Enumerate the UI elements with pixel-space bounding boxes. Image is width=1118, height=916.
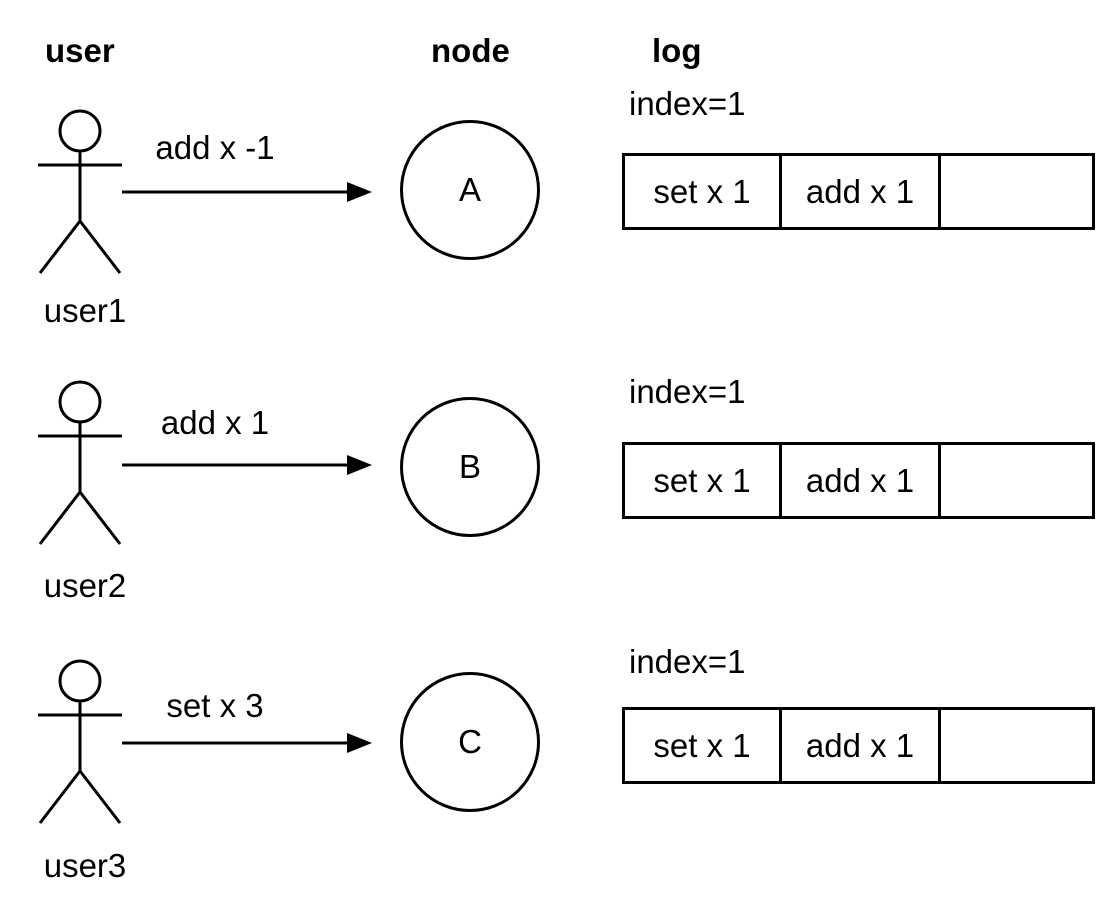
log-entry-cell: add x 1 <box>782 710 941 781</box>
log-entry-cell: set x 1 <box>625 156 782 227</box>
right-arrow-icon <box>122 733 372 753</box>
column-header-log: log <box>652 32 702 69</box>
actor-right-leg <box>78 220 122 274</box>
node-label: B <box>458 448 481 485</box>
message-label: add x 1 <box>160 404 270 441</box>
node-circle: A <box>400 120 540 260</box>
log-index-label: index=1 <box>629 373 746 410</box>
actor-head <box>58 659 102 703</box>
log-entry-cell: add x 1 <box>782 156 941 227</box>
actor-right-leg <box>78 491 122 545</box>
log-entry-cell: set x 1 <box>625 445 782 516</box>
log-entry-cell: set x 1 <box>625 710 782 781</box>
stick-figure-actor-icon <box>38 380 122 545</box>
node-circle: B <box>400 397 540 537</box>
column-header-node: node <box>431 32 510 69</box>
message-label: set x 3 <box>166 687 264 724</box>
node-circle: C <box>400 672 540 812</box>
arrow-head <box>347 733 372 753</box>
right-arrow-icon <box>122 455 372 475</box>
log-table: set x 1 add x 1 <box>622 707 1095 784</box>
right-arrow-icon <box>122 182 372 202</box>
log-index-label: index=1 <box>629 85 746 122</box>
log-table: set x 1 add x 1 <box>622 442 1095 519</box>
message-label: add x -1 <box>155 129 275 166</box>
node-label: A <box>458 171 481 208</box>
actor-right-leg <box>78 770 122 824</box>
arrow-head <box>347 455 372 475</box>
actor-left-leg <box>38 491 82 545</box>
node-label: C <box>458 723 482 760</box>
actor-left-leg <box>38 770 82 824</box>
user-label: user1 <box>43 292 127 329</box>
log-index-label: index=1 <box>629 643 746 680</box>
log-entry-cell-empty <box>941 710 1092 781</box>
log-table: set x 1 add x 1 <box>622 153 1095 230</box>
column-header-user: user <box>45 32 115 69</box>
user-label: user3 <box>43 847 127 884</box>
stick-figure-actor-icon <box>38 659 122 824</box>
arrow-head <box>347 182 372 202</box>
user-label: user2 <box>43 567 127 604</box>
actor-left-leg <box>38 220 82 274</box>
stick-figure-actor-icon <box>38 109 122 274</box>
log-entry-cell: add x 1 <box>782 445 941 516</box>
